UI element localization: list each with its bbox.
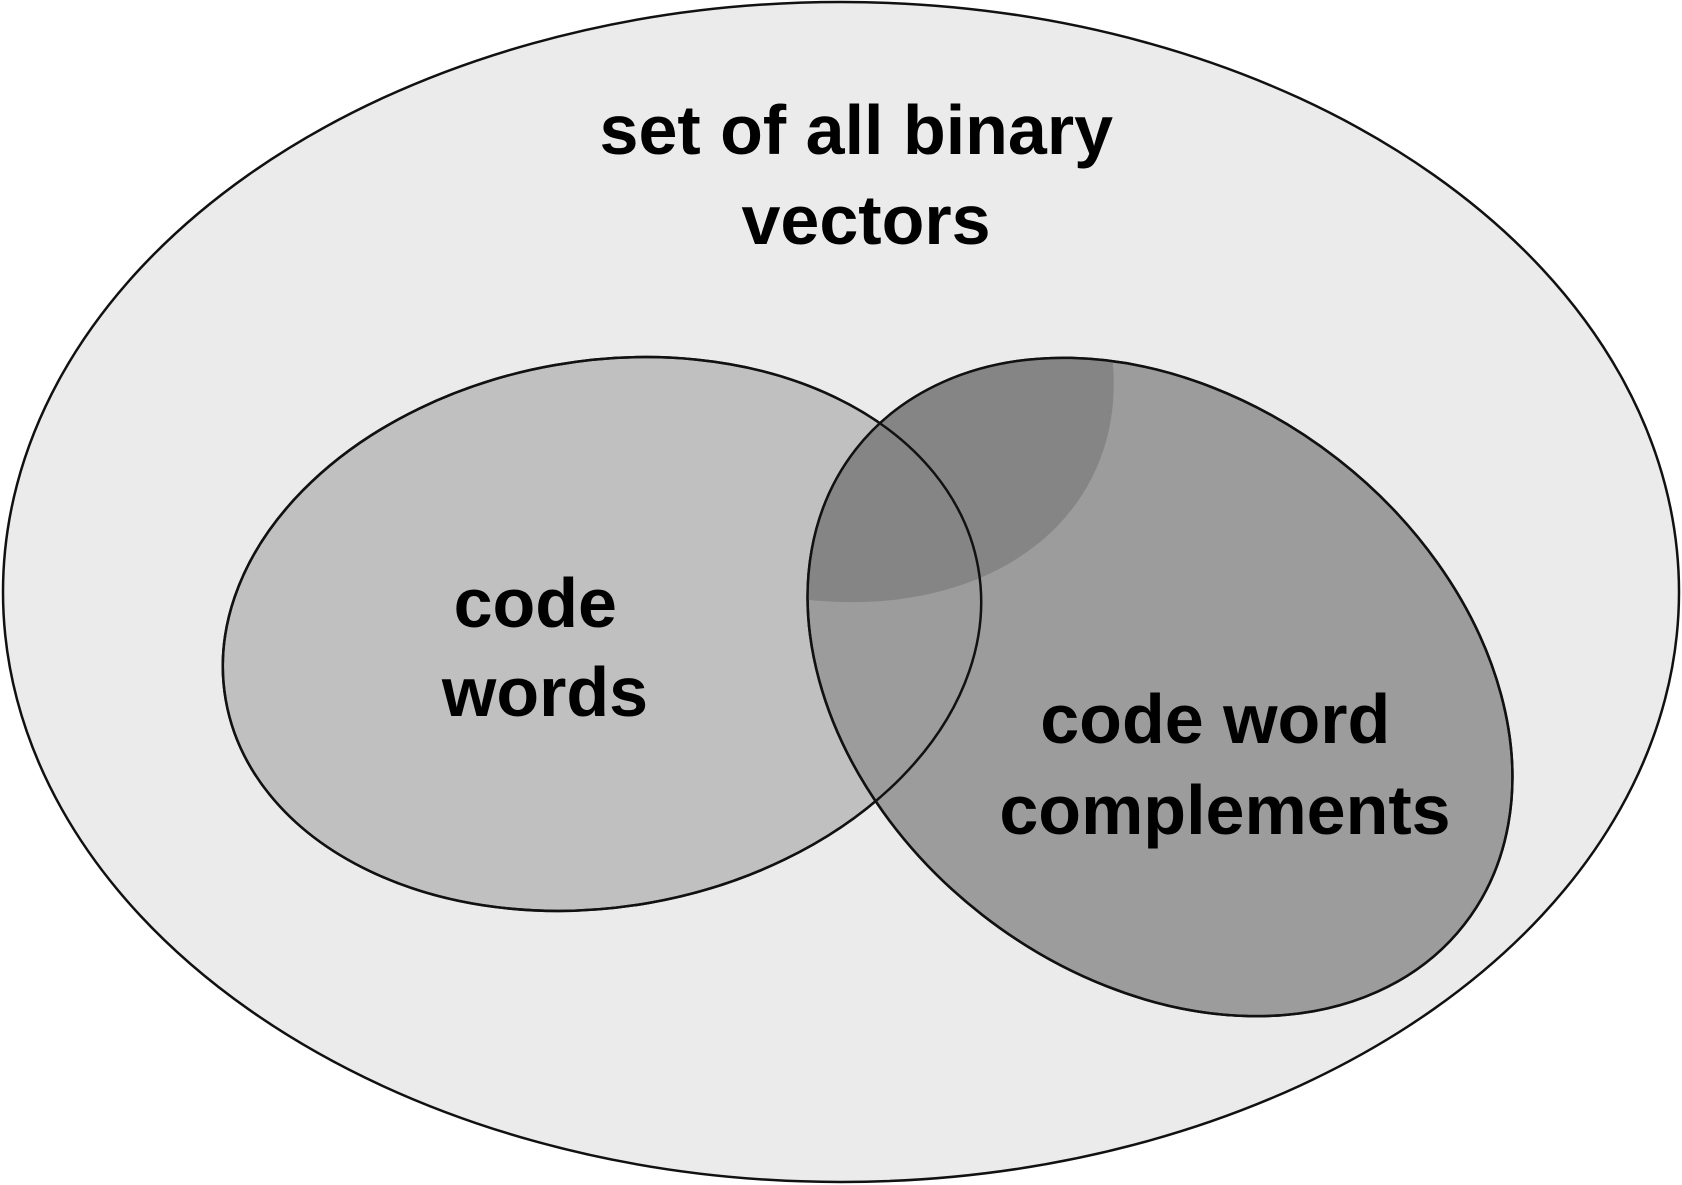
complements-label-line-1: code word [1040, 680, 1390, 758]
code-word-complements-outline [806, 356, 1514, 1018]
code-words-label-line-1: code [454, 564, 617, 642]
universe-label: set of all binary vectors [600, 91, 1133, 259]
universe-label-line-1: set of all binary [600, 91, 1114, 169]
code-words-outline [221, 355, 983, 913]
code-words-label-line-2: words [441, 653, 648, 731]
complements-label-line-2: complements [999, 771, 1450, 849]
code-words-label: code words [441, 564, 648, 731]
universe-label-line-2: vectors [741, 181, 990, 259]
complements-label: code word complements [999, 680, 1450, 849]
